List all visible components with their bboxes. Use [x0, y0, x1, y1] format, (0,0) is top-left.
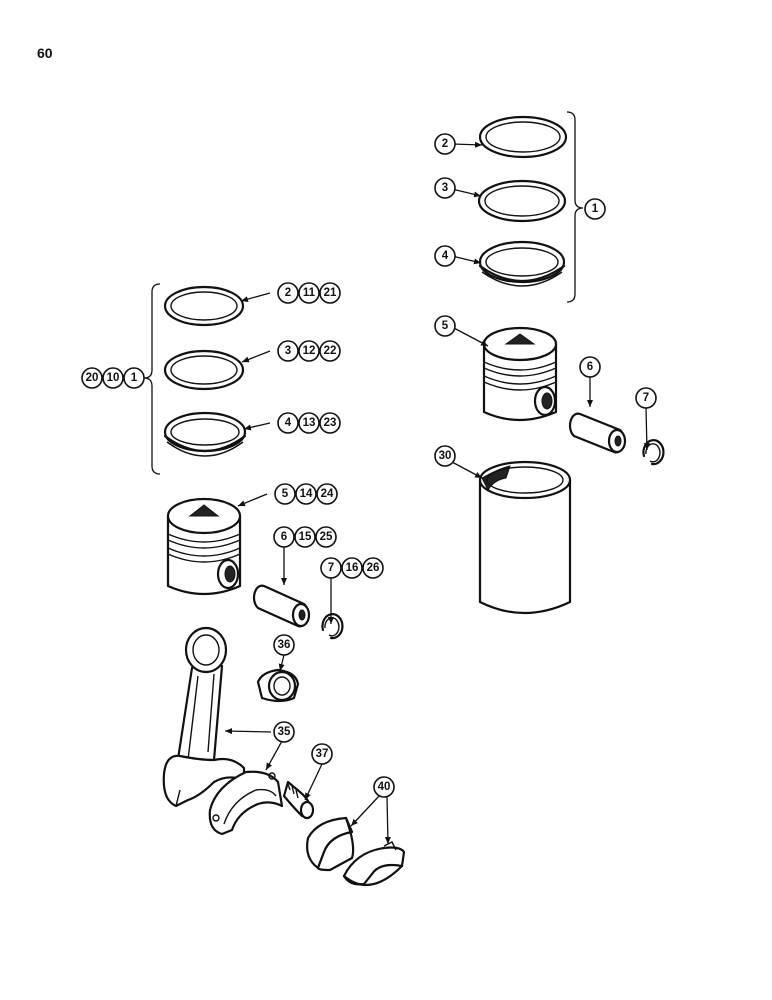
- callout-1-text: 1: [592, 203, 599, 215]
- callout-6-text: 6: [587, 361, 593, 373]
- right-ring-brace: [566, 111, 584, 303]
- left-ring-set: [143, 283, 247, 475]
- connecting-rod: [162, 626, 246, 808]
- callout-4: 4: [434, 245, 456, 267]
- callout-4-left-text: 4: [285, 417, 292, 429]
- callout-5-text: 5: [442, 320, 449, 332]
- right-ring-middle: [477, 179, 567, 223]
- callout-37: 37: [311, 743, 333, 765]
- right-ring-oil: [478, 240, 566, 287]
- callout-1-left-text: 1: [131, 372, 138, 384]
- callout-3-left-text: 3: [285, 345, 291, 357]
- callout-26: 26: [362, 557, 384, 579]
- callout-21: 21: [319, 282, 341, 304]
- left-ring-middle: [163, 349, 245, 391]
- callout-2: 2: [434, 133, 456, 155]
- callout-36: 36: [273, 634, 295, 656]
- callout-30: 30: [434, 445, 456, 467]
- callout-7-text: 7: [643, 392, 649, 404]
- right-piston: [482, 326, 558, 422]
- callout-20-text: 20: [86, 372, 99, 384]
- callout-24-text: 24: [321, 488, 334, 500]
- callout-11-text: 11: [303, 287, 316, 299]
- callout-30-text: 30: [439, 450, 452, 462]
- callout-35-text: 35: [278, 726, 291, 738]
- callout-2-left: 2: [277, 282, 299, 304]
- callout-4-left: 4: [277, 412, 299, 434]
- callout-22-text: 22: [324, 345, 337, 357]
- callout-26-text: 26: [367, 562, 380, 574]
- callout-11: 11: [298, 282, 320, 304]
- callout-21-text: 21: [324, 287, 337, 299]
- callout-23-text: 23: [324, 417, 337, 429]
- callout-37-text: 37: [316, 748, 329, 760]
- callout-3: 3: [434, 177, 456, 199]
- callout-6: 6: [579, 356, 601, 378]
- right-ring-set: [477, 111, 584, 303]
- left-ring-top: [163, 285, 245, 327]
- callout-1: 1: [584, 198, 606, 220]
- callout-7-left-text: 7: [328, 562, 334, 574]
- right-piston-pin: [568, 412, 627, 454]
- callout-5: 5: [434, 315, 456, 337]
- callout-14: 14: [295, 483, 317, 505]
- left-ring-brace: [143, 283, 161, 475]
- callout-15: 15: [294, 526, 316, 548]
- left-snap-ring: [321, 613, 344, 640]
- callout-10: 10: [102, 367, 124, 389]
- callout-10-text: 10: [107, 372, 120, 384]
- callout-4-text: 4: [442, 250, 449, 262]
- callout-20: 20: [81, 367, 103, 389]
- page-number: 60: [37, 45, 53, 61]
- callout-6-left: 6: [273, 526, 295, 548]
- rod-bolt: [282, 780, 315, 820]
- callout-2-text: 2: [442, 138, 448, 150]
- callout-1-left: 1: [123, 367, 145, 389]
- callout-40: 40: [373, 776, 395, 798]
- callout-7-left: 7: [320, 557, 342, 579]
- callout-13: 13: [298, 412, 320, 434]
- callout-36-text: 36: [278, 639, 291, 651]
- callout-14-text: 14: [300, 488, 313, 500]
- callout-25: 25: [315, 526, 337, 548]
- callout-40-text: 40: [378, 781, 391, 793]
- callout-5-left-text: 5: [282, 488, 289, 500]
- left-ring-oil: [163, 411, 247, 457]
- rod-cap: [208, 770, 284, 836]
- callout-5-left: 5: [274, 483, 296, 505]
- callout-16-text: 16: [346, 562, 359, 574]
- right-ring-top: [478, 115, 568, 159]
- callout-35: 35: [273, 721, 295, 743]
- callout-2-left-text: 2: [285, 287, 291, 299]
- callout-3-text: 3: [442, 182, 448, 194]
- callout-22: 22: [319, 340, 341, 362]
- callout-15-text: 15: [299, 531, 312, 543]
- callout-25-text: 25: [320, 531, 333, 543]
- callout-24: 24: [316, 483, 338, 505]
- cylinder-sleeve: [478, 460, 572, 615]
- callout-12-text: 12: [303, 345, 316, 357]
- pin-bushing: [256, 668, 300, 703]
- leader-lines: [224, 141, 650, 845]
- callout-7: 7: [635, 387, 657, 409]
- callout-13-text: 13: [303, 417, 316, 429]
- bearing-shells: [306, 816, 406, 886]
- left-piston: [166, 497, 242, 596]
- left-piston-pin: [252, 584, 311, 628]
- callout-16: 16: [341, 557, 363, 579]
- callout-12: 12: [298, 340, 320, 362]
- callout-6-left-text: 6: [281, 531, 287, 543]
- callout-3-left: 3: [277, 340, 299, 362]
- callout-23: 23: [319, 412, 341, 434]
